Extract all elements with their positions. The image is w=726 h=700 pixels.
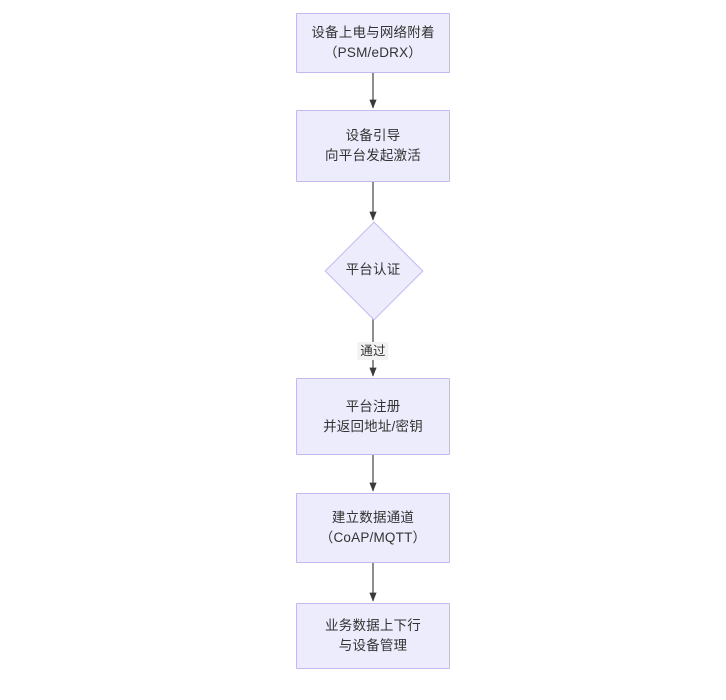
flow-node-label-line: 平台注册: [345, 398, 401, 414]
flow-node-device-power-on[interactable]: 设备上电与网络附着 （PSM/eDRX）: [296, 13, 450, 73]
flow-node-label-line: 并返回地址/密钥: [323, 418, 423, 434]
flow-node-platform-register[interactable]: 平台注册 并返回地址/密钥: [296, 378, 450, 455]
flow-node-label-line: 业务数据上下行: [325, 618, 421, 634]
flow-node-label-line: （CoAP/MQTT）: [319, 530, 427, 545]
flow-node-label-line: （PSM/eDRX）: [323, 45, 423, 60]
flow-node-label-line: 与设备管理: [338, 638, 408, 653]
flow-node-label-line: 平台认证: [345, 262, 401, 278]
flow-node-label-line: 设备上电与网络附着: [311, 25, 435, 41]
flow-node-label-line: 建立数据通道: [331, 510, 415, 526]
flow-node-business-data-and-device-mgmt[interactable]: 业务数据上下行 与设备管理: [296, 603, 450, 669]
flow-node-device-bootstrap[interactable]: 设备引导 向平台发起激活: [296, 110, 450, 182]
flow-node-platform-auth-decision[interactable]: 平台认证: [324, 221, 424, 321]
flow-node-label-line: 设备引导: [345, 128, 401, 144]
flow-node-label-line: 向平台发起激活: [325, 148, 421, 163]
flow-node-establish-data-channel[interactable]: 建立数据通道 （CoAP/MQTT）: [296, 493, 450, 563]
edge-label-pass: 通过: [357, 342, 389, 361]
